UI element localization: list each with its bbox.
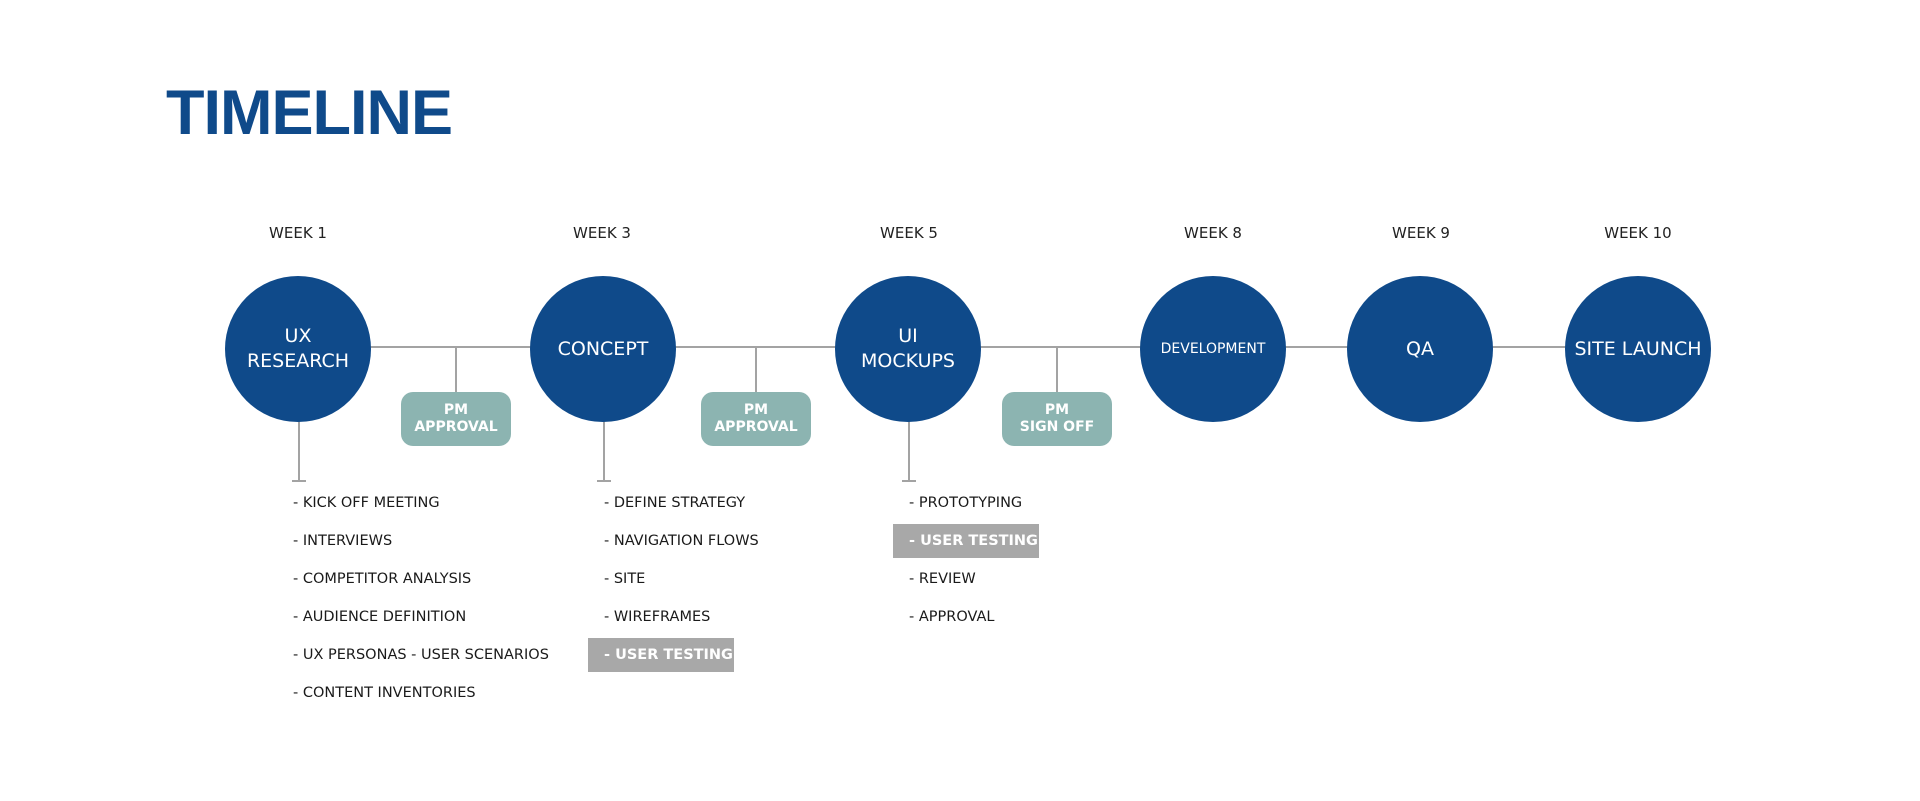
pm-sign-off-badge: PM SIGN OFF xyxy=(1002,392,1112,446)
tasks-connector-1-tick xyxy=(292,480,306,482)
week-label-1: WEEK 1 xyxy=(269,224,327,242)
stage-qa-label: QA xyxy=(1406,337,1434,360)
list-item: - SITE xyxy=(604,571,646,587)
week-label-8: WEEK 8 xyxy=(1184,224,1242,242)
list-item: - CONTENT INVENTORIES xyxy=(293,685,476,701)
stage-ux-research: UX RESEARCH xyxy=(225,276,371,422)
list-item-highlighted: - USER TESTING xyxy=(588,638,734,672)
page-title: TIMELINE xyxy=(166,78,453,148)
week-label-5: WEEK 5 xyxy=(880,224,938,242)
pm-sign-off-badge-line2: SIGN OFF xyxy=(1019,419,1095,435)
list-item: - APPROVAL xyxy=(909,609,995,625)
tasks-connector-3-tick xyxy=(902,480,916,482)
list-item: - INTERVIEWS xyxy=(293,533,393,549)
week-label-9: WEEK 9 xyxy=(1392,224,1450,242)
tasks-connector-2-tick xyxy=(597,480,611,482)
stage-site-launch: SITE LAUNCH xyxy=(1565,276,1711,422)
stage-ui-mockups-line1: UI xyxy=(898,325,918,348)
list-item: - DEFINE STRATEGY xyxy=(604,495,746,511)
list-item: - COMPETITOR ANALYSIS xyxy=(293,571,472,587)
tasks-connector-3 xyxy=(908,420,910,481)
ux-research-task-list: - KICK OFF MEETING - INTERVIEWS - COMPET… xyxy=(293,484,549,712)
week-label-10: WEEK 10 xyxy=(1604,224,1672,242)
pm-approval-badge-2-line1: PM xyxy=(743,402,769,419)
stage-concept-label: CONCEPT xyxy=(557,337,649,360)
concept-task-list: - DEFINE STRATEGY - NAVIGATION FLOWS - S… xyxy=(588,484,759,674)
list-item: - NAVIGATION FLOWS xyxy=(604,533,759,549)
list-item: - KICK OFF MEETING xyxy=(293,495,440,511)
list-item: - WIREFRAMES xyxy=(604,609,711,625)
list-item-highlighted: - USER TESTING xyxy=(893,524,1039,558)
stage-concept: CONCEPT xyxy=(530,276,676,422)
tasks-connector-2 xyxy=(603,420,605,481)
pm-approval-badge-1-line1: PM xyxy=(443,402,469,419)
list-item: - AUDIENCE DEFINITION xyxy=(293,609,467,625)
pm-approval-badge-1-line2: APPROVAL xyxy=(414,419,498,435)
stage-ui-mockups-line2: MOCKUPS xyxy=(861,350,955,372)
stage-site-launch-label: SITE LAUNCH xyxy=(1574,337,1702,360)
week-label-3: WEEK 3 xyxy=(573,224,631,242)
approval-connector-1 xyxy=(455,347,457,393)
stage-development: DEVELOPMENT xyxy=(1140,276,1286,422)
approval-connector-2 xyxy=(755,347,757,393)
stage-qa: QA xyxy=(1347,276,1493,422)
stage-development-label: DEVELOPMENT xyxy=(1160,340,1266,357)
stage-ux-research-line1: UX xyxy=(284,325,312,348)
pm-approval-badge-2: PM APPROVAL xyxy=(701,392,811,446)
tasks-connector-1 xyxy=(298,420,300,481)
stage-ui-mockups: UI MOCKUPS xyxy=(835,276,981,422)
pm-approval-badge-2-line2: APPROVAL xyxy=(714,419,798,435)
list-item: - REVIEW xyxy=(909,571,976,587)
pm-sign-off-badge-line1: PM xyxy=(1044,402,1070,419)
pm-approval-badge-1: PM APPROVAL xyxy=(401,392,511,446)
list-item: - PROTOTYPING xyxy=(909,495,1023,511)
approval-connector-3 xyxy=(1056,347,1058,393)
stage-ux-research-line2: RESEARCH xyxy=(246,350,350,372)
list-item: - UX PERSONAS - USER SCENARIOS xyxy=(293,647,549,663)
ui-mockups-task-list: - PROTOTYPING - USER TESTING - REVIEW - … xyxy=(893,484,1039,636)
